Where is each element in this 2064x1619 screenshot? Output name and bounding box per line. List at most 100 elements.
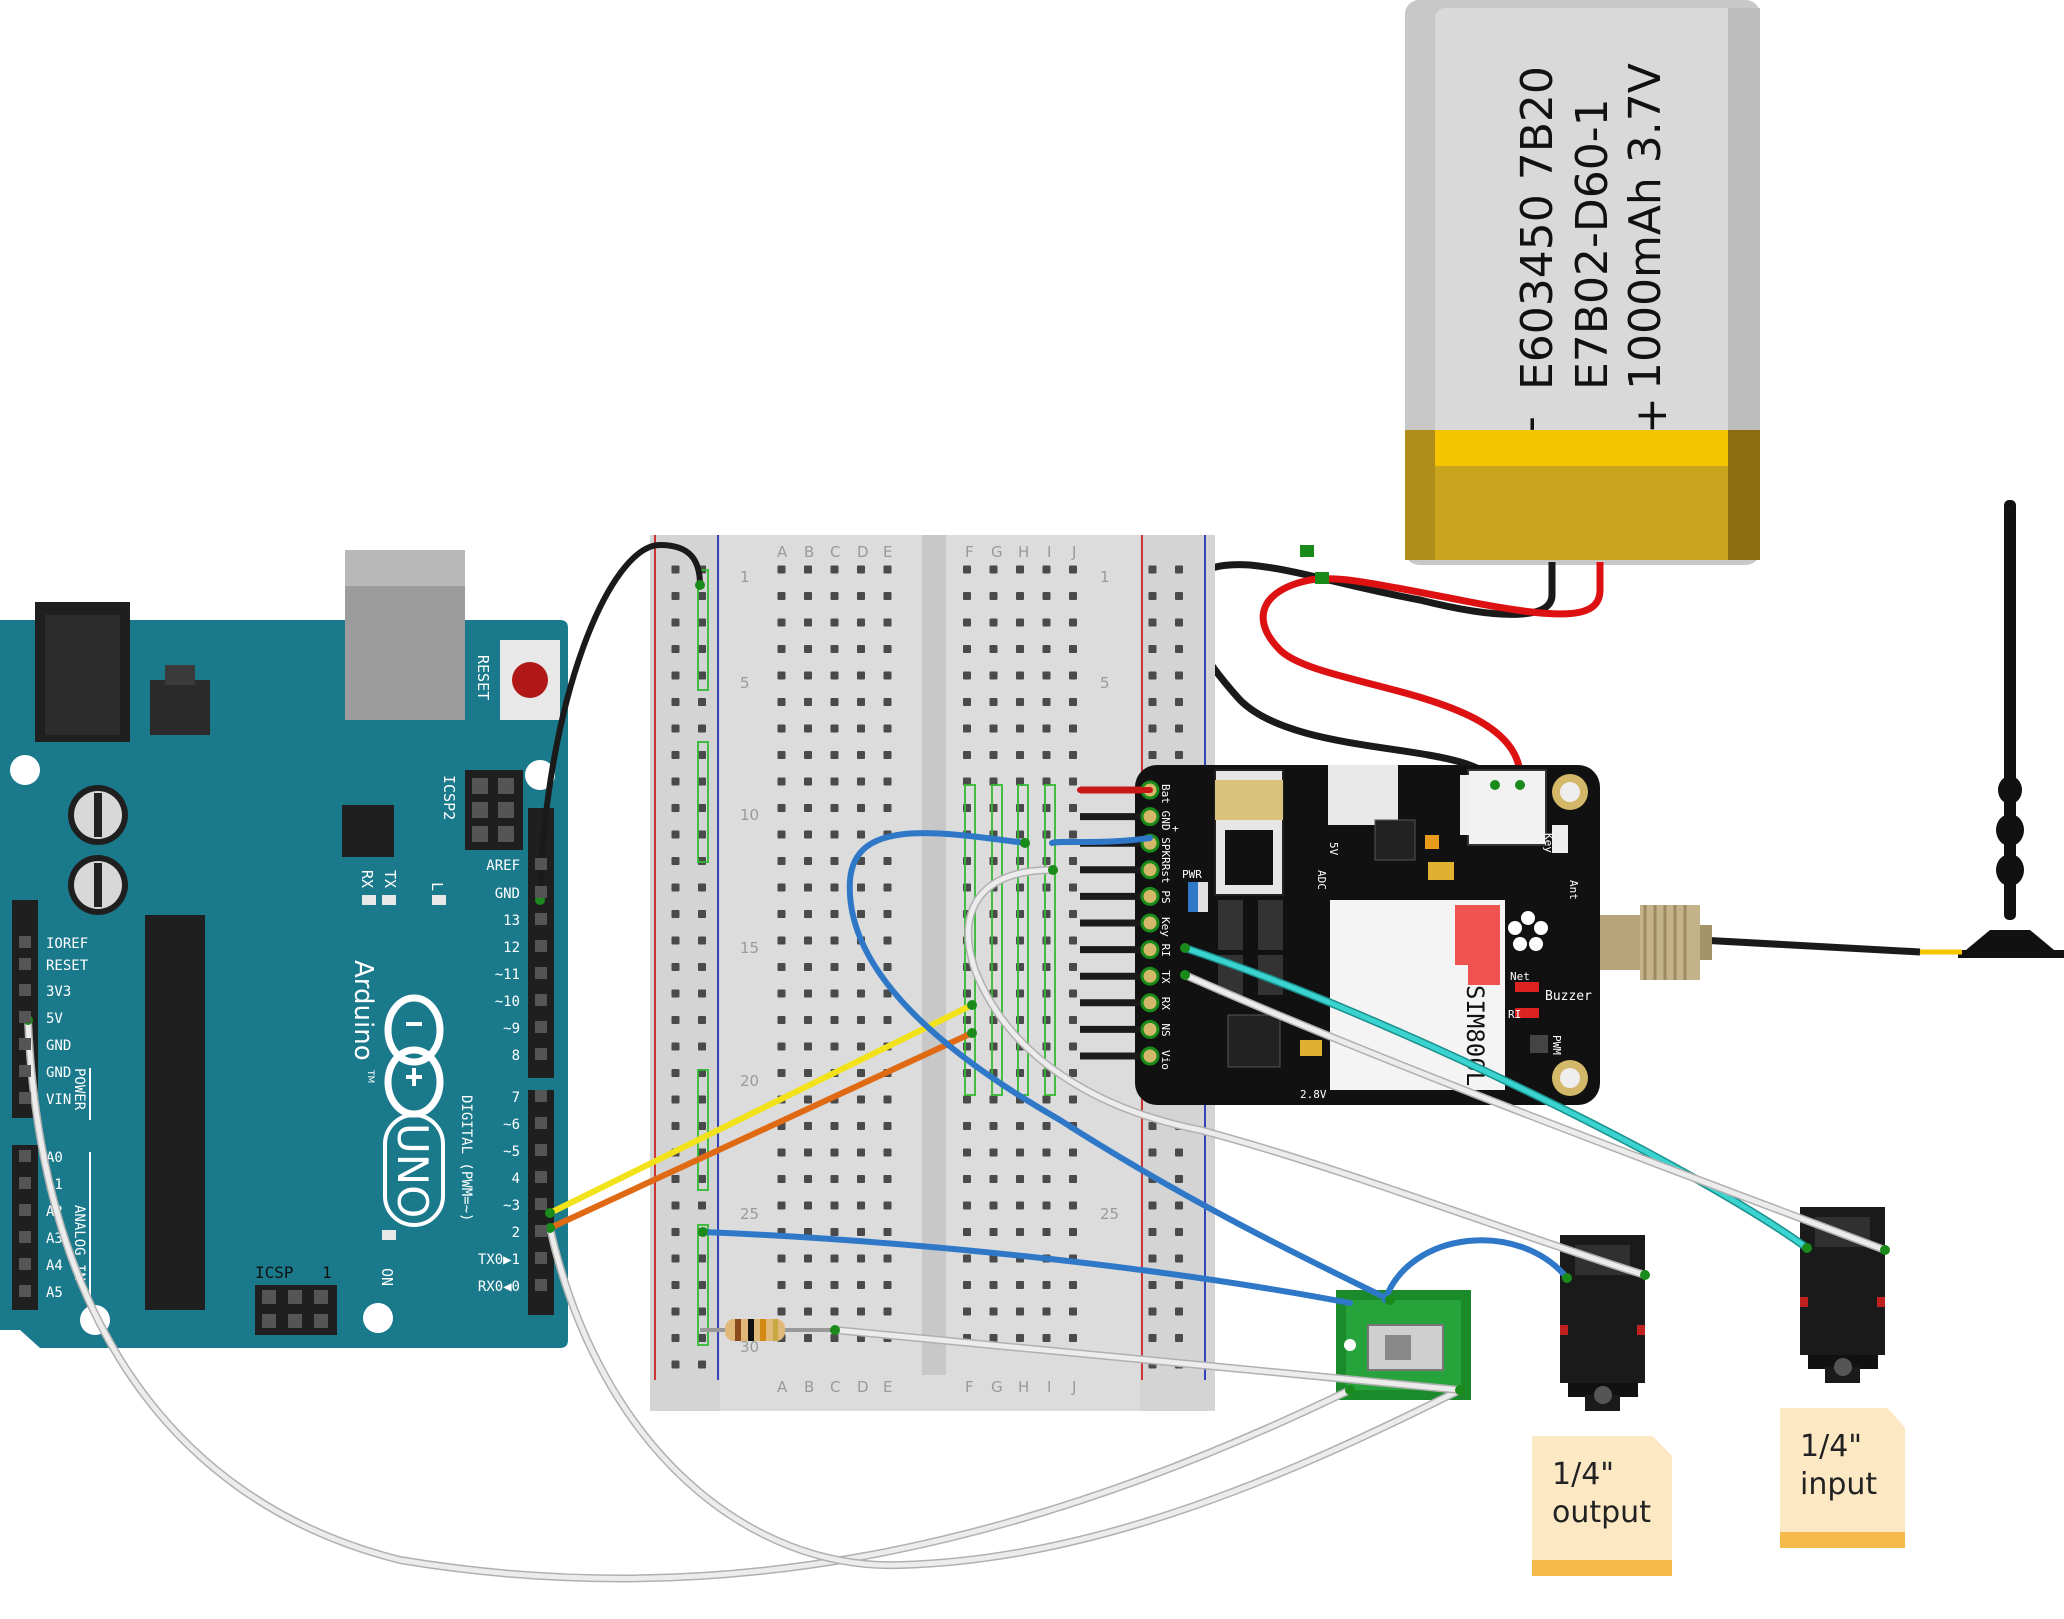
adafruit-flower-icon — [1508, 911, 1548, 951]
bb-row-30: 30 — [740, 1338, 759, 1356]
wire-blue-long — [846, 830, 1393, 1303]
fona-buzzer-label: Buzzer — [1545, 989, 1592, 1004]
arduino-analog-pin — [19, 1150, 31, 1162]
arduino-uno: RESET ICSP2 TX RX L ON Arduino TM UNO DI… — [0, 550, 568, 1348]
arduino-digital-pin-label: 2 — [512, 1225, 520, 1241]
arduino-digital-pin — [535, 1021, 547, 1033]
bb-col-f-bottom: F — [965, 1378, 974, 1396]
arduino-digital-pin-label: ~9 — [503, 1021, 520, 1037]
arduino-digital-pin-label: 13 — [503, 913, 520, 929]
fona-pin — [1140, 913, 1160, 933]
arduino-analog-pin-label: A4 — [46, 1258, 63, 1274]
arduino-digital-pin — [535, 858, 547, 870]
arduino-icsp2-label: ICSP2 — [440, 775, 458, 820]
arduino-digital-pin-label: 4 — [512, 1171, 520, 1187]
bb-col-c: C — [830, 543, 840, 561]
arduino-power-pin — [19, 936, 31, 948]
arduino-digital-pin-label: ~10 — [495, 994, 520, 1010]
wire-blue-spkr — [1049, 835, 1153, 846]
arduino-digital-pin-label: 7 — [512, 1090, 520, 1106]
arduino-digital-pin — [535, 1198, 547, 1210]
bb-col-e: E — [883, 543, 892, 561]
fona-ri-label: RI — [1508, 1008, 1521, 1021]
wire-black-gnd — [537, 541, 703, 903]
output-note-text: 1/4" output — [1552, 1457, 1651, 1530]
arduino-analog-pin-label: A0 — [46, 1150, 63, 1166]
arduino-rx-label: RX — [358, 870, 376, 888]
arduino-analog-pin — [19, 1204, 31, 1216]
bb-row-5-right: 5 — [1100, 674, 1110, 692]
fona-spkr-plus-label: + — [1172, 822, 1179, 835]
arduino-analog-pin-label: A5 — [46, 1285, 63, 1301]
bb-col-f: F — [965, 543, 974, 561]
wire-yellow — [547, 1002, 975, 1216]
arduino-power-pin-label: GND — [46, 1038, 71, 1054]
resistor — [700, 1319, 835, 1341]
arduino-power-pin — [19, 1065, 31, 1077]
arduino-digital-pin — [535, 1171, 547, 1183]
battery-label-2: E7B02-D60-1 — [1567, 98, 1618, 390]
antenna-cable — [1699, 936, 1921, 956]
bb-col-b: B — [804, 543, 814, 561]
antenna — [1958, 500, 2064, 958]
fona-pin — [1140, 807, 1160, 827]
arduino-analog-pin-label: A3 — [46, 1231, 63, 1247]
fona-28v-label: 2.8V — [1300, 1088, 1327, 1101]
bb-col-h-bottom: H — [1018, 1378, 1029, 1396]
battery-wire-black — [1180, 561, 1556, 787]
arduino-digital-pin-label: TX0▶1 — [478, 1252, 520, 1268]
arduino-power-pin — [19, 1038, 31, 1050]
arduino-digital-pin — [535, 886, 547, 898]
fona-pin — [1140, 940, 1160, 960]
fona-pin-label: NS — [1159, 1023, 1172, 1036]
output-note — [1532, 1436, 1672, 1576]
arduino-analog-pin — [19, 1177, 31, 1189]
arduino-power-pin-label: GND — [46, 1065, 71, 1081]
input-note-text: 1/4" input — [1800, 1429, 1878, 1502]
arduino-tm: TM — [365, 1069, 375, 1083]
bb-row-25-right: 25 — [1100, 1205, 1119, 1223]
arduino-tx-label: TX — [381, 870, 399, 888]
fona-pin-label: RX — [1159, 997, 1172, 1011]
battery-label-3: 1000mAh 3.7V — [1620, 63, 1671, 390]
sma-connector — [1600, 905, 1712, 980]
arduino-digital-pin-label: ~3 — [503, 1198, 520, 1214]
switch-board — [1336, 1290, 1471, 1400]
arduino-digital-pin — [535, 913, 547, 925]
arduino-model: UNO — [388, 1123, 437, 1218]
fona-pwr-label: PWR — [1182, 868, 1202, 881]
arduino-digital-pin-label: GND — [495, 886, 520, 902]
arduino-digital-pin — [535, 1090, 547, 1102]
bb-col-c-bottom: C — [830, 1378, 840, 1396]
fona-pin-label: Vio — [1159, 1050, 1172, 1070]
arduino-reset-label: RESET — [474, 655, 492, 700]
bb-col-d: D — [857, 543, 869, 561]
fona-pin-label: RI — [1159, 944, 1172, 957]
fona-pin-label: Key — [1159, 917, 1172, 937]
fona-pin-label: Bat — [1159, 784, 1172, 804]
arduino-digital-pin-label: ~11 — [495, 967, 520, 983]
arduino-brand: Arduino — [348, 960, 378, 1061]
bb-row-1-right: 1 — [1100, 568, 1110, 586]
bb-col-g-bottom: G — [991, 1378, 1003, 1396]
bb-col-a-bottom: A — [777, 1378, 788, 1396]
fona-adc-label: ADC — [1315, 870, 1328, 890]
bb-col-g: G — [991, 543, 1003, 561]
arduino-power-pin — [19, 958, 31, 970]
arduino-digital-pin — [535, 1252, 547, 1264]
arduino-digital-pin — [535, 967, 547, 979]
arduino-digital-pin — [535, 1048, 547, 1060]
battery-wire-red — [1259, 562, 1604, 786]
arduino-l-label: L — [428, 882, 446, 891]
arduino-power-pin-label: IOREF — [46, 936, 88, 952]
arduino-icsp-pin-label: 1 — [322, 1263, 332, 1282]
fona-pin-label: PS — [1159, 890, 1172, 903]
arduino-power-pin — [19, 984, 31, 996]
fona-pin — [1140, 993, 1160, 1013]
arduino-power-pin-label: RESET — [46, 958, 89, 974]
arduino-digital-pin-label: ~5 — [503, 1144, 520, 1160]
wire-orange — [547, 1030, 975, 1231]
bb-col-h: H — [1018, 543, 1029, 561]
